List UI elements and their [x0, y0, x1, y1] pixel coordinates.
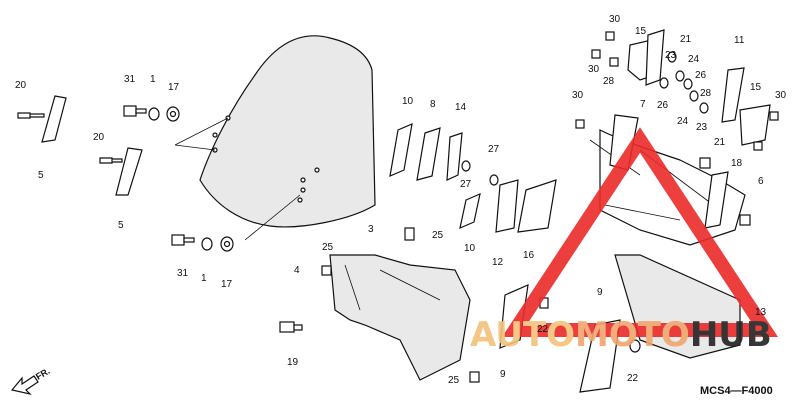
stay-9-right	[579, 319, 621, 393]
callout-25: 25	[448, 375, 460, 386]
screw-20-lower	[99, 157, 123, 164]
bolt-31-upper	[123, 105, 147, 117]
callout-3: 3	[368, 224, 374, 235]
callout-15: 15	[635, 26, 647, 37]
callout-19: 19	[287, 357, 299, 368]
callout-22: 22	[627, 373, 639, 384]
side-deflector-upper	[41, 95, 67, 143]
callout-28: 28	[603, 76, 615, 87]
bracket-12	[495, 179, 519, 233]
callout-31: 31	[177, 268, 189, 279]
callout-15: 15	[750, 82, 762, 93]
callout-20: 20	[15, 80, 27, 91]
callout-8: 8	[430, 99, 436, 110]
bolt-31-lower	[171, 234, 195, 246]
callout-17: 17	[168, 82, 180, 93]
bracket-16	[517, 179, 557, 233]
callout-28: 28	[700, 88, 712, 99]
callout-26: 26	[695, 70, 707, 81]
callout-31: 31	[124, 74, 136, 85]
callout-17: 17	[221, 279, 233, 290]
callout-1: 1	[150, 74, 156, 85]
callout-30: 30	[588, 64, 600, 75]
callout-10: 10	[402, 96, 414, 107]
callout-30: 30	[609, 14, 621, 25]
callout-4: 4	[294, 265, 300, 276]
side-deflector-lower	[115, 147, 143, 196]
callout-24: 24	[677, 116, 689, 127]
direction-label: FR.	[34, 366, 52, 382]
callout-7: 7	[640, 99, 646, 110]
nut-27-a	[461, 160, 471, 172]
callout-21: 21	[680, 34, 692, 45]
callout-18: 18	[731, 158, 743, 169]
callout-13: 13	[755, 307, 767, 318]
callout-6: 6	[758, 176, 764, 187]
front-direction-arrow: FR.	[10, 366, 52, 396]
diagram-code: MCS4—F4000	[700, 385, 773, 397]
bolt-25-b	[404, 227, 415, 241]
washer-1-upper	[148, 107, 160, 121]
nut-17-lower	[220, 236, 234, 252]
callout-27: 27	[460, 179, 472, 190]
bracket-8	[416, 127, 441, 181]
callout-24: 24	[688, 54, 700, 65]
callout-25: 25	[322, 242, 334, 253]
collar-18	[699, 157, 711, 169]
callout-11: 11	[734, 35, 745, 46]
grommet-19	[279, 321, 303, 333]
callout-23: 23	[696, 122, 708, 133]
callout-27: 27	[488, 144, 500, 155]
callout-5: 5	[118, 220, 124, 231]
watermark-text: AUTOMOTOHUB	[470, 315, 772, 355]
callout-22: 22	[537, 324, 549, 335]
watermark-triangle	[502, 127, 778, 337]
stay-7	[645, 29, 665, 86]
bracket-15-right	[739, 104, 771, 146]
bracket-10-lower	[459, 192, 481, 230]
inner-cover	[329, 254, 471, 381]
callout-20: 20	[93, 132, 105, 143]
bolt-25-c	[469, 371, 480, 383]
bracket-10-upper	[389, 123, 413, 177]
callout-21: 21	[714, 137, 726, 148]
washer-1-lower	[201, 237, 213, 251]
callout-30: 30	[775, 90, 787, 101]
watermark: AUTOMOTOHUB	[470, 127, 778, 355]
stay-11	[721, 67, 745, 123]
callout-5: 5	[38, 170, 44, 181]
callout-26: 26	[657, 100, 669, 111]
callout-25: 25	[432, 230, 444, 241]
bolt-25-a	[321, 265, 332, 276]
callout-1: 1	[201, 273, 207, 284]
callout-23: 23	[665, 50, 677, 61]
stay-6	[704, 171, 729, 229]
callout-12: 12	[492, 257, 504, 268]
callout-16: 16	[523, 250, 535, 261]
nut-27-b	[489, 174, 499, 186]
windscreen	[174, 35, 376, 241]
screw-20-upper	[17, 112, 45, 119]
hardware-cluster	[575, 31, 779, 226]
callout-9: 9	[597, 287, 603, 298]
clip-22-b	[629, 339, 641, 353]
nut-17-upper	[166, 106, 180, 122]
callout-9: 9	[500, 369, 506, 380]
callout-10: 10	[464, 243, 476, 254]
callout-14: 14	[455, 102, 467, 113]
callout-30: 30	[572, 90, 584, 101]
bracket-14	[446, 132, 463, 181]
